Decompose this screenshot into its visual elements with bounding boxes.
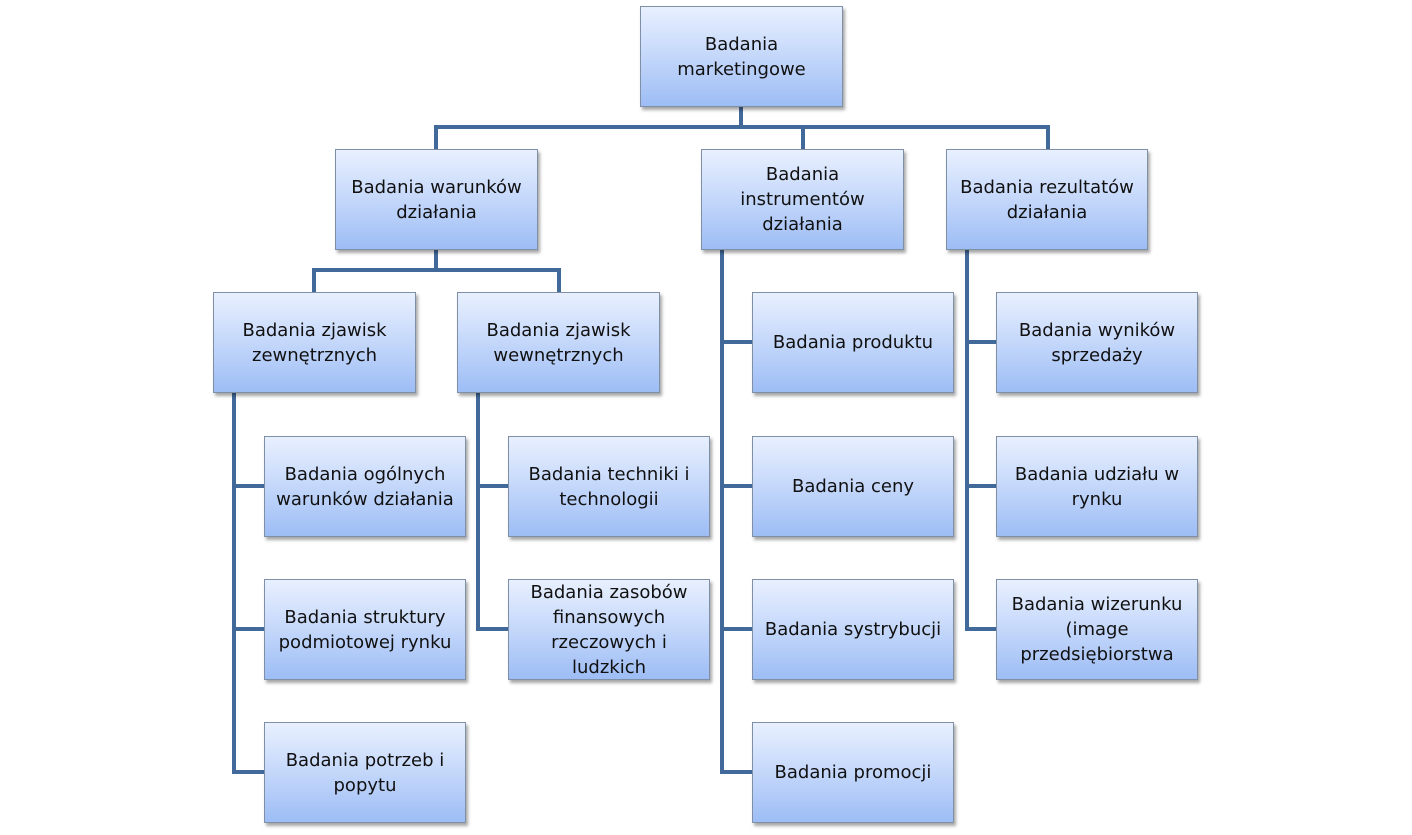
node-badania-promocji: Badania promocji bbox=[752, 722, 954, 823]
node-badania-marketingowe: Badania marketingowe bbox=[640, 6, 843, 107]
node-badania-warunkow-dzialania: Badania warunków działania bbox=[335, 149, 538, 250]
node-badania-struktury-podmiotowej: Badania struktury podmiotowej rynku bbox=[264, 579, 466, 680]
node-badania-dystrybucji: Badania systrybucji bbox=[752, 579, 954, 680]
node-badania-ogolnych-warunkow: Badania ogólnych warunków działania bbox=[264, 436, 466, 537]
connector-instrumenty bbox=[720, 248, 754, 774]
connector-root bbox=[434, 105, 1050, 151]
node-badania-udzialu-w-rynku: Badania udziału w rynku bbox=[996, 436, 1198, 537]
connector-zewnetrzne bbox=[232, 391, 266, 774]
node-badania-wizerunku: Badania wizerunku (image przedsiębiorstw… bbox=[996, 579, 1198, 680]
connector-wewnetrzne bbox=[476, 391, 510, 631]
node-badania-produktu: Badania produktu bbox=[752, 292, 954, 393]
connector-warunki bbox=[312, 248, 561, 294]
connector-rezultaty bbox=[965, 248, 998, 631]
node-badania-zjawisk-wewnetrznych: Badania zjawisk wewnętrznych bbox=[457, 292, 660, 393]
node-badania-techniki-technologii: Badania techniki i technologii bbox=[508, 436, 710, 537]
node-badania-zjawisk-zewnetrznych: Badania zjawisk zewnętrznych bbox=[213, 292, 416, 393]
node-badania-rezultatow-dzialania: Badania rezultatów działania bbox=[946, 149, 1148, 250]
node-badania-zasobow: Badania zasobów finansowych rzeczowych i… bbox=[508, 579, 710, 680]
node-badania-potrzeb-popytu: Badania potrzeb i popytu bbox=[264, 722, 466, 823]
node-badania-wynikow-sprzedazy: Badania wyników sprzedaży bbox=[996, 292, 1198, 393]
node-badania-instrumentow-dzialania: Badania instrumentów działania bbox=[701, 149, 904, 250]
node-badania-ceny: Badania ceny bbox=[752, 436, 954, 537]
